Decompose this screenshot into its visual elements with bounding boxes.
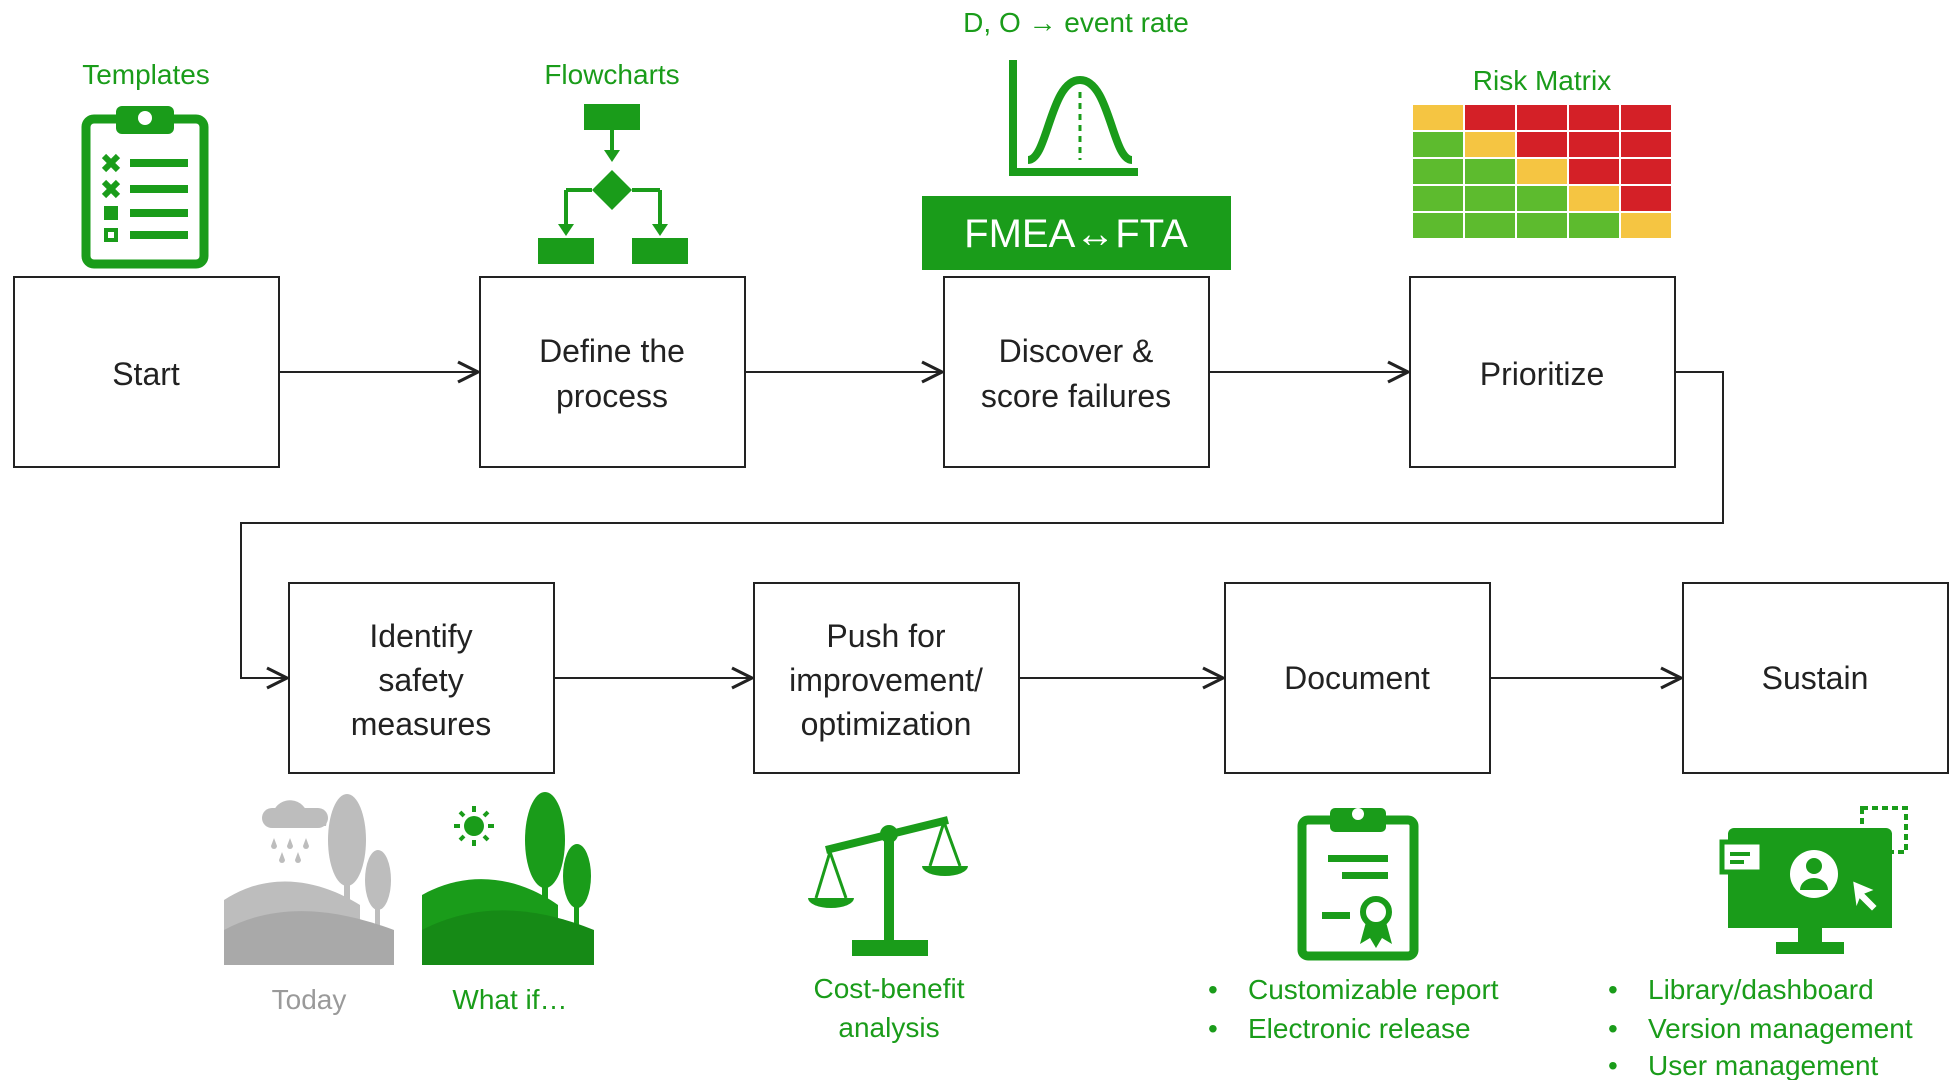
risk-matrix-cell	[1569, 132, 1619, 157]
risk-matrix-cell	[1413, 132, 1463, 157]
step-push-line2: improvement/	[789, 662, 983, 698]
risk-matrix-cell	[1621, 105, 1671, 130]
fmea-fta-badge: FMEA↔FTA	[922, 196, 1231, 270]
step-identify-line1: Identify	[369, 618, 472, 654]
landscape-rain-icon	[224, 794, 394, 965]
document-bullet-1: •	[1208, 974, 1218, 1005]
risk-matrix-cell	[1517, 105, 1567, 130]
risk-matrix-cell	[1465, 105, 1515, 130]
cost-benefit-line1: Cost-benefit	[814, 973, 965, 1004]
step-identify-line2: safety	[378, 662, 463, 698]
risk-matrix-cell	[1465, 186, 1515, 211]
risk-matrix-cell	[1413, 159, 1463, 184]
event-rate-label: D, O → event rate	[963, 7, 1189, 38]
today-label: Today	[272, 984, 347, 1015]
sustain-bullet-2: •	[1608, 1013, 1618, 1044]
step-discover-line1: Discover &	[999, 333, 1154, 369]
risk-matrix-cell	[1413, 213, 1463, 238]
risk-matrix-cell	[1569, 186, 1619, 211]
step-discover-line2: score failures	[981, 378, 1171, 414]
step-prioritize-label: Prioritize	[1480, 356, 1604, 392]
sustain-bullet-3: •	[1608, 1050, 1618, 1080]
sustain-bullet-1: •	[1608, 974, 1618, 1005]
bell-curve-icon	[1009, 60, 1138, 176]
templates-label: Templates	[82, 59, 210, 90]
risk-matrix-label: Risk Matrix	[1473, 65, 1611, 96]
document-bullet-2-text: Electronic release	[1248, 1013, 1471, 1044]
sustain-bullet-3-text: User management	[1648, 1050, 1879, 1080]
risk-matrix-cell	[1465, 213, 1515, 238]
flowchart-icon	[538, 104, 688, 264]
flowcharts-label: Flowcharts	[544, 59, 679, 90]
risk-matrix-cell	[1517, 159, 1567, 184]
step-push: Push for improvement/ optimization	[753, 582, 1020, 774]
risk-matrix-cell	[1517, 132, 1567, 157]
risk-matrix-cell	[1621, 186, 1671, 211]
document-bullet-1-text: Customizable report	[1248, 974, 1499, 1005]
risk-matrix-cell	[1569, 159, 1619, 184]
sustain-bullets: • Library/dashboard • Version management…	[1608, 974, 1913, 1080]
risk-matrix-cell	[1569, 213, 1619, 238]
step-start-label: Start	[112, 356, 180, 392]
step-document: Document	[1224, 582, 1491, 774]
step-document-label: Document	[1284, 660, 1430, 696]
step-discover: Discover & score failures	[943, 276, 1210, 468]
what-if-label: What if…	[452, 984, 567, 1015]
step-identify: Identify safety measures	[288, 582, 555, 774]
step-push-line1: Push for	[826, 618, 946, 654]
balance-scale-icon	[808, 816, 968, 956]
step-define-process: Define the process	[479, 276, 746, 468]
risk-matrix-cell	[1517, 213, 1567, 238]
risk-matrix-cell	[1413, 105, 1463, 130]
monitor-user-icon	[1719, 806, 1908, 954]
risk-matrix-cell	[1569, 105, 1619, 130]
certificate-clipboard-icon	[1297, 808, 1419, 961]
arrow-prioritize-identify	[240, 371, 1724, 678]
step-sustain-label: Sustain	[1762, 660, 1869, 696]
risk-matrix-cell	[1465, 132, 1515, 157]
risk-matrix-cell	[1621, 213, 1671, 238]
risk-matrix-cell	[1621, 132, 1671, 157]
step-start: Start	[13, 276, 280, 468]
document-bullets: • Customizable report • Electronic relea…	[1208, 974, 1499, 1044]
document-bullet-2: •	[1208, 1013, 1218, 1044]
risk-matrix-icon	[1413, 105, 1671, 238]
risk-matrix-cell	[1465, 159, 1515, 184]
sustain-bullet-1-text: Library/dashboard	[1648, 974, 1874, 1005]
cost-benefit-line2: analysis	[838, 1012, 939, 1043]
clipboard-checklist-icon	[81, 106, 209, 269]
fmea-fta-label: FMEA↔FTA	[964, 212, 1188, 256]
step-push-line3: optimization	[801, 706, 972, 742]
sustain-bullet-2-text: Version management	[1648, 1013, 1913, 1044]
risk-matrix-cell	[1621, 159, 1671, 184]
risk-matrix-cell	[1413, 186, 1463, 211]
step-define-line2: process	[556, 378, 668, 414]
step-prioritize: Prioritize	[1409, 276, 1676, 468]
step-identify-line3: measures	[351, 706, 492, 742]
step-define-line1: Define the	[539, 333, 685, 369]
landscape-sun-icon	[422, 792, 594, 965]
step-sustain: Sustain	[1682, 582, 1949, 774]
risk-matrix-cell	[1517, 186, 1567, 211]
